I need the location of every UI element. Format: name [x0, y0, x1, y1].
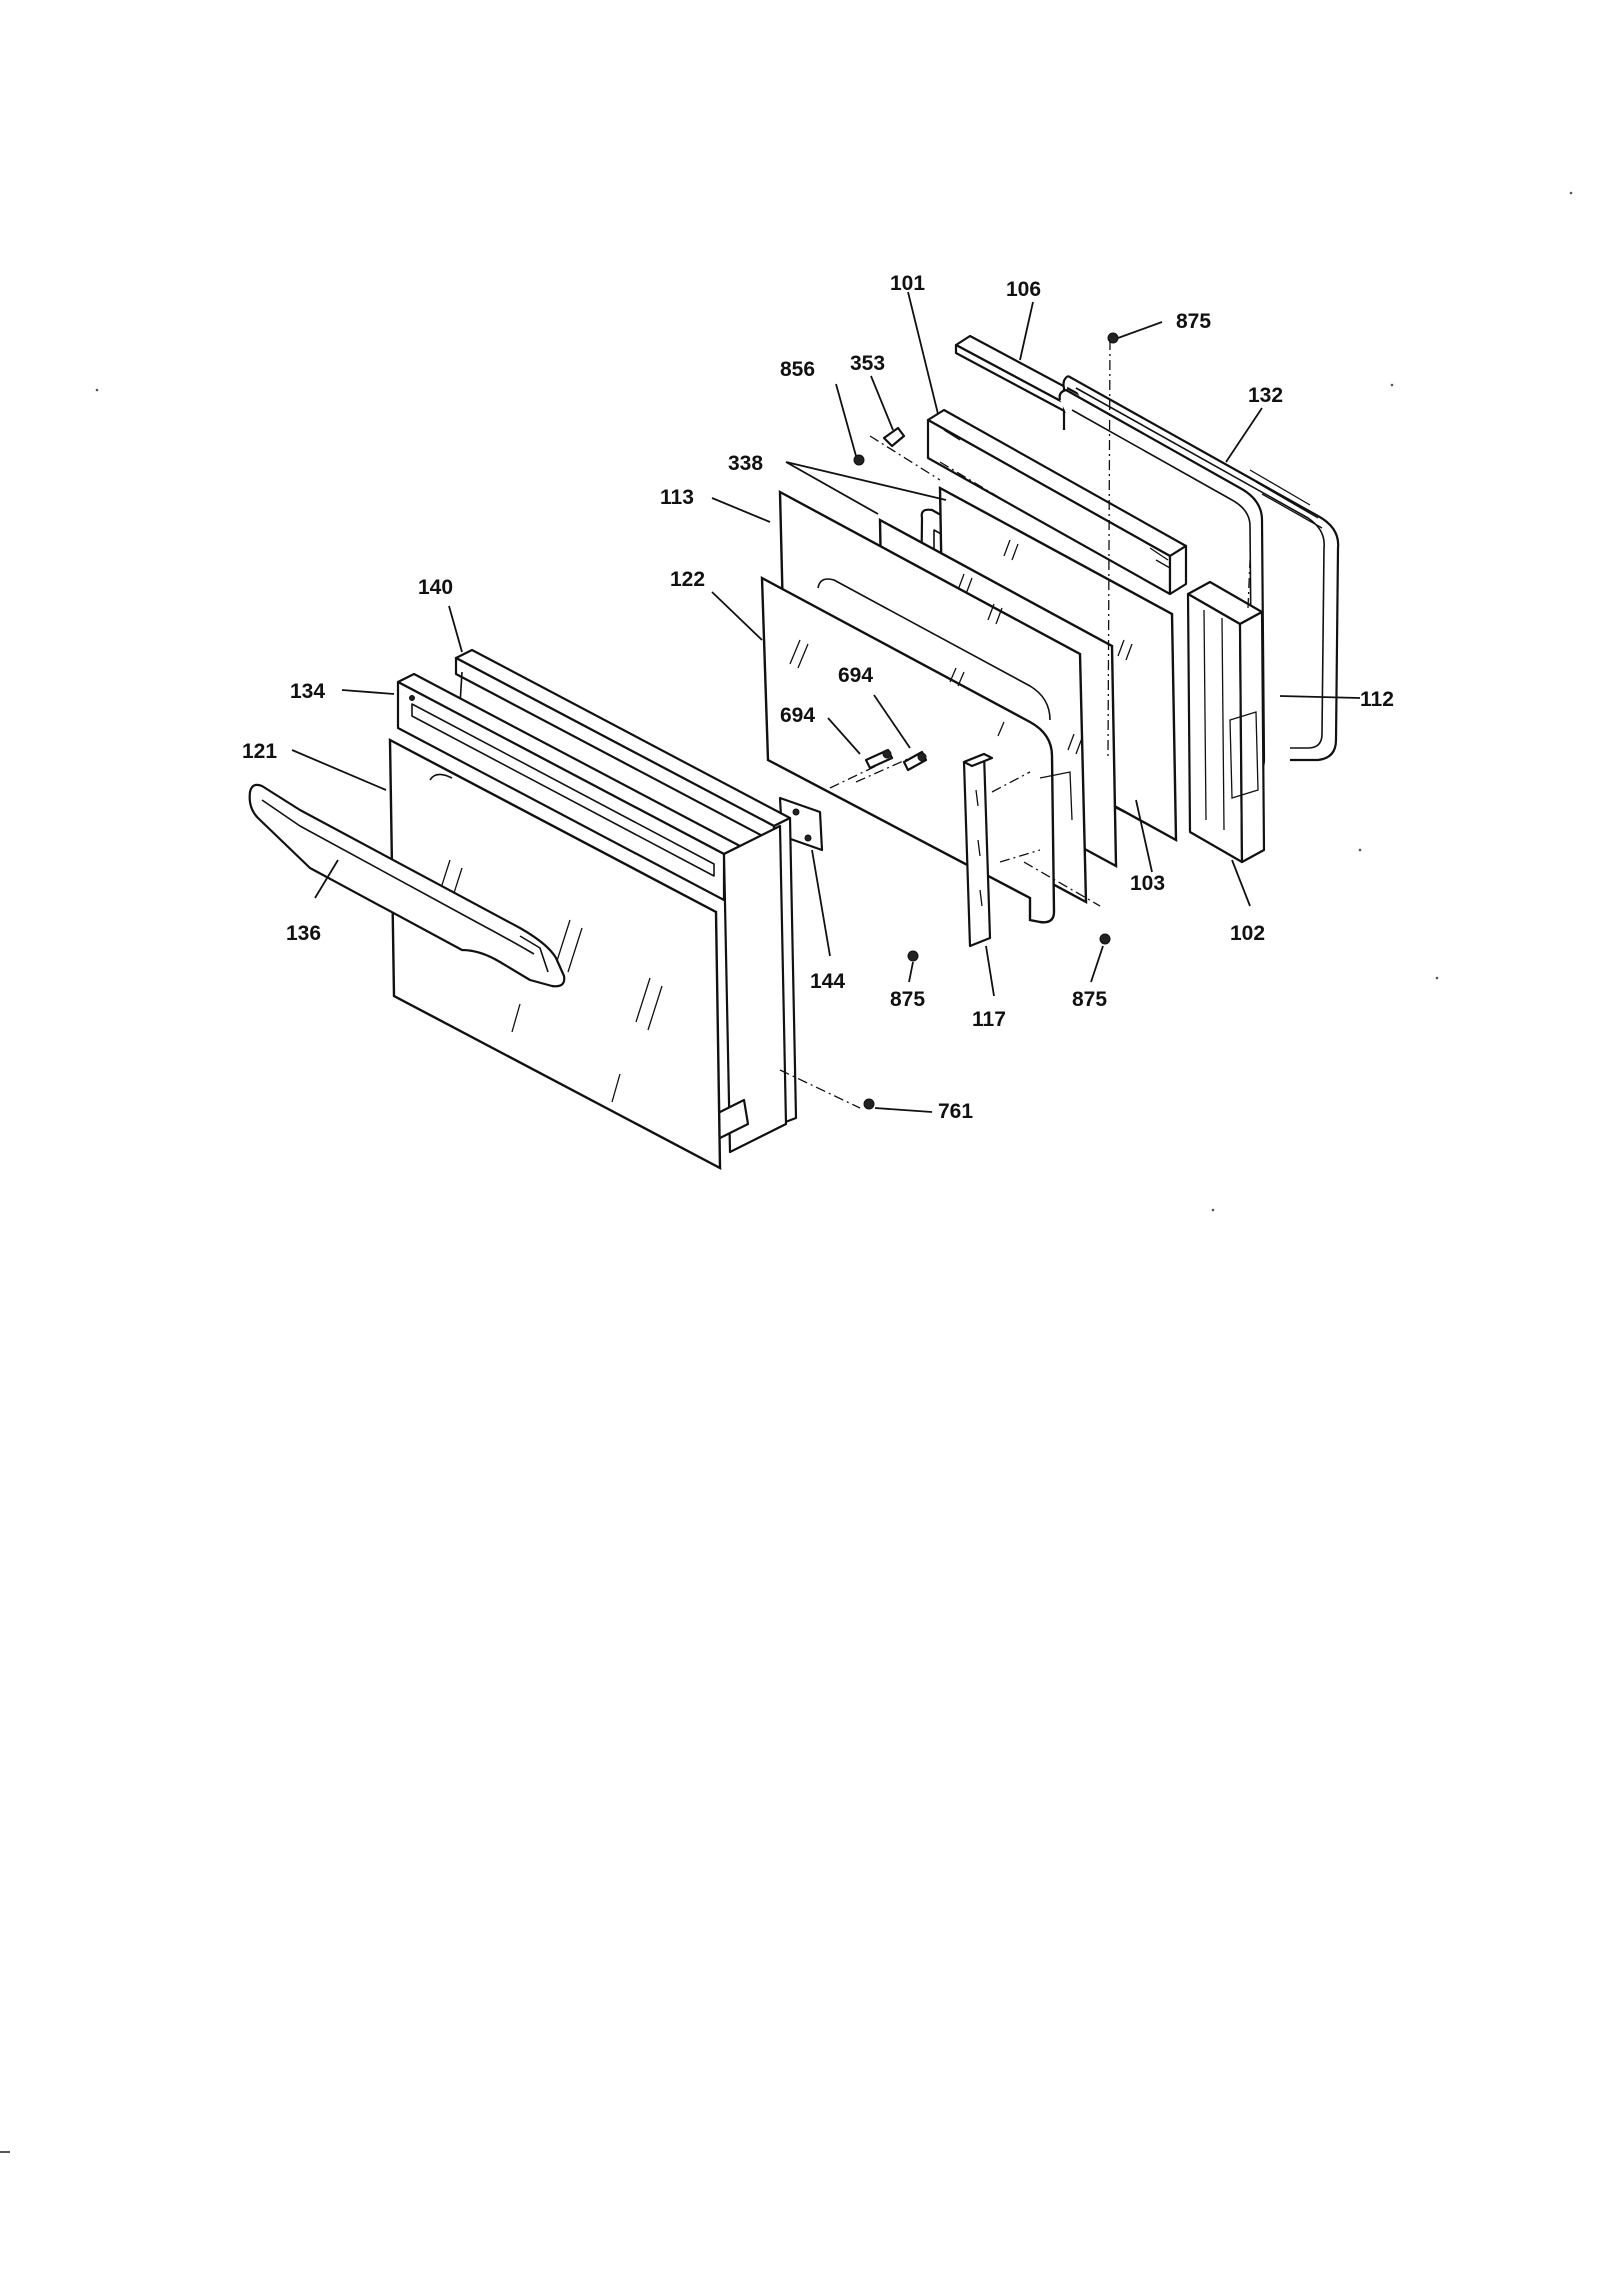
callout-102: 102	[1230, 922, 1265, 945]
callout-338: 338	[728, 452, 763, 475]
callout-101: 101	[890, 272, 925, 295]
callout-106: 106	[1006, 278, 1041, 301]
callout-103: 103	[1130, 872, 1165, 895]
callout-136: 136	[286, 922, 321, 945]
leader-lines	[291, 291, 1361, 1113]
callout-694-left: 694	[780, 704, 815, 727]
part-101-top-channel	[926, 408, 1188, 596]
callout-856: 856	[780, 358, 815, 381]
callout-761: 761	[938, 1100, 973, 1123]
callout-353: 353	[850, 352, 885, 375]
clip-353	[882, 426, 906, 448]
part-134-top-bezel	[396, 672, 742, 902]
callout-121: 121	[242, 740, 277, 763]
part-102-side-channel	[1186, 580, 1266, 864]
screws	[853, 332, 1119, 1110]
door-side-wall	[710, 824, 788, 1154]
scan-specks	[0, 191, 1573, 2153]
callout-112: 112	[1360, 688, 1394, 711]
callout-117: 117	[972, 1008, 1006, 1031]
callout-694-right: 694	[838, 664, 873, 687]
callout-875-top: 875	[1176, 310, 1211, 333]
screw-875-bottom-left	[907, 950, 919, 962]
screw-761	[863, 1098, 875, 1110]
screw-875-bottom-right	[1099, 933, 1111, 945]
part-117-hinge-bracket	[962, 752, 1041, 948]
screw-875-top	[1107, 332, 1119, 344]
screw-856	[853, 454, 865, 466]
callout-875-bottom-left: 875	[890, 988, 925, 1011]
callout-875-bottom-right: 875	[1072, 988, 1107, 1011]
part-136-door-handle	[248, 783, 566, 988]
callout-labels: 101 106 875 132 856 353 338 113 122 140 …	[242, 272, 1394, 1123]
assembly-lines	[779, 339, 1251, 1109]
callout-113: 113	[660, 486, 694, 509]
callout-132: 132	[1248, 384, 1283, 407]
callout-144: 144	[810, 970, 845, 993]
callout-140: 140	[418, 576, 453, 599]
callout-122: 122	[670, 568, 705, 591]
callout-134: 134	[290, 680, 325, 703]
